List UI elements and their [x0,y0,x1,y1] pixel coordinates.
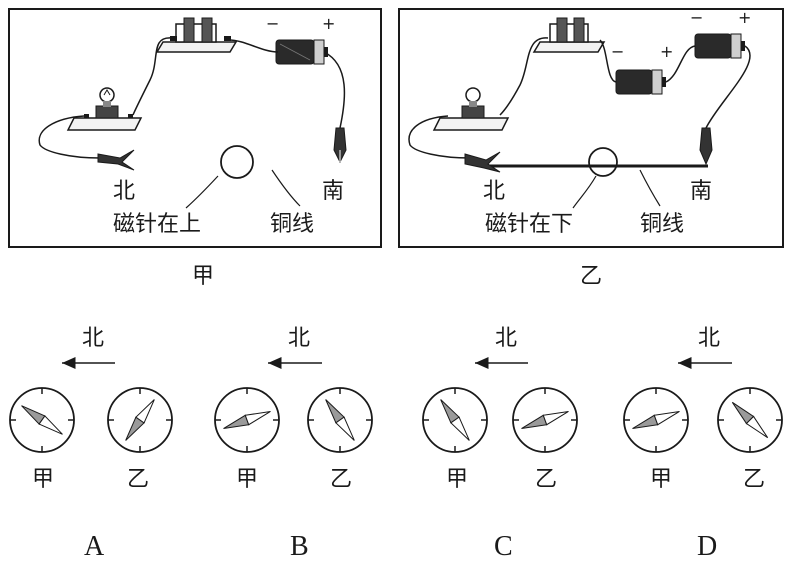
lamp-icon [432,87,510,131]
panel-caption: 乙 [580,264,603,289]
clip-icon [464,151,501,173]
battery-icon [275,39,328,65]
north-label: 北 [288,326,311,351]
north-label: 北 [698,326,721,351]
battery-minus-label: − [266,14,280,33]
battery-icon [615,69,666,95]
battery-icon [694,33,745,59]
needle-icon [220,145,254,179]
clip-icon [97,149,135,171]
dial-label: 甲 [446,467,469,492]
dial-label: 甲 [236,467,259,492]
compass-dial-icon [717,387,783,453]
compass-dial-icon [307,387,373,453]
option-letter: B [290,531,309,562]
panel-right [398,8,784,248]
panel-left [8,8,382,248]
dial-label: 乙 [127,467,150,492]
north-label: 北 [82,326,105,351]
compass-dial-icon [512,387,578,453]
wire-label: 铜线 [270,212,315,237]
compass-dial-icon [623,387,689,453]
switch-icon [532,17,606,53]
dial-label: 乙 [330,467,353,492]
lamp-icon [66,87,143,131]
north-label: 北 [495,326,518,351]
compass-dial-icon [107,387,173,453]
option-letter: A [84,531,105,562]
panel-caption: 甲 [192,264,215,289]
dial-label: 甲 [650,467,673,492]
compass-dial-icon [9,387,75,453]
needle-icon [588,147,618,177]
south-label: 南 [322,179,345,204]
compass-dial-icon [422,387,488,453]
battery-minus-label: − [611,42,625,61]
option-letter: C [494,531,513,562]
panel-right-frame [398,8,784,248]
battery-plus-label: + [660,42,674,61]
compass-dial-icon [214,387,280,453]
dial-label: 乙 [743,467,766,492]
switch-icon [155,17,238,53]
needle-label: 磁针在上 [113,212,202,237]
north-label: 北 [483,179,506,204]
north-label: 北 [113,179,136,204]
needle-label: 磁针在下 [485,212,574,237]
option-letter: D [697,531,718,562]
dial-label: 甲 [32,467,55,492]
clip-icon [699,127,713,166]
dial-label: 乙 [535,467,558,492]
battery-plus-label: + [322,14,336,33]
south-label: 南 [690,179,713,204]
battery-minus-label: − [690,8,704,27]
wire-label: 铜线 [640,212,685,237]
clip-icon [333,127,347,164]
panel-left-frame [8,8,382,248]
battery-plus-label: + [738,8,752,27]
